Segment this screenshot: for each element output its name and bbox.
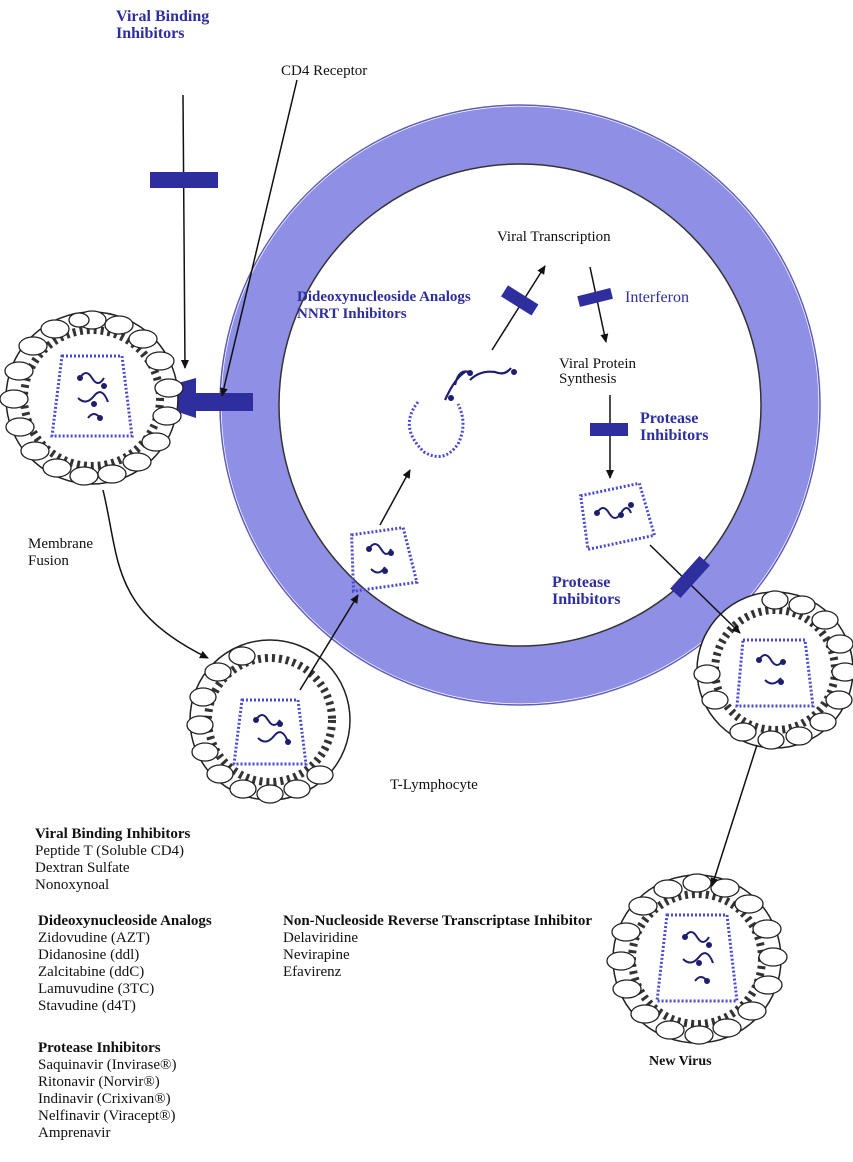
uncoated-viral-rna (407, 367, 517, 458)
cd4-receptor-label: CD4 Receptor (281, 63, 368, 79)
viral-transcription-label: Viral Transcription (497, 229, 611, 245)
inhibitor-bars (150, 172, 710, 599)
list-heading: Dideoxynucleoside Analogs (38, 913, 212, 929)
list-heading: Viral Binding Inhibitors (35, 826, 191, 842)
list-heading: Non-Nucleoside Reverse Transcriptase Inh… (283, 913, 593, 929)
protease-inhibitors-list: Protease Inhibitors Saquinavir (Invirase… (38, 1040, 176, 1142)
list-item: Stavudine (d4T) (38, 998, 136, 1014)
t-lymphocyte-label: T-Lymphocyte (390, 777, 478, 793)
list-item: Dextran Sulfate (35, 860, 130, 876)
list-item: Zidovudine (AZT) (38, 930, 151, 946)
list-item: Lamuvudine (3TC) (38, 981, 155, 997)
list-item: Nonoxynoal (35, 877, 110, 893)
list-heading: Protease Inhibitors (38, 1040, 161, 1056)
viral-binding-inhibitor-bar (150, 172, 218, 188)
list-item: Delaviridine (283, 930, 358, 946)
virus-fusing (186, 639, 351, 804)
interferon-label: Interferon (625, 289, 689, 306)
new-virus-particle (606, 873, 788, 1045)
nnrti-list: Non-Nucleoside Reverse Transcriptase Inh… (283, 913, 592, 981)
pathway-arrows (102, 79, 758, 887)
dideoxy-inhibitor-bar (501, 285, 539, 316)
list-item: Saquinavir (Invirase®) (38, 1057, 177, 1073)
list-item: Nevirapine (283, 947, 350, 963)
new-virus-label: New Virus (649, 1054, 712, 1069)
list-item: Didanosine (ddl) (38, 947, 140, 963)
list-item: Nelfinavir (Viracept®) (38, 1108, 176, 1124)
protease-inhibitor-bar-1 (590, 423, 628, 436)
cd4-receptor-bar (185, 393, 253, 411)
virus-binding (0, 310, 184, 486)
list-item: Peptide T (Soluble CD4) (35, 843, 185, 859)
dideoxynucleoside-analogs-list: Dideoxynucleoside Analogs Zidovudine (AZ… (38, 913, 212, 1015)
viral-capsid-entry (350, 525, 419, 593)
protease-inhibitor-bar-2 (670, 555, 710, 599)
list-item: Ritonavir (Norvir®) (38, 1074, 160, 1090)
t-lymphocyte-cell (219, 104, 821, 706)
list-item: Efavirenz (283, 964, 342, 980)
list-item: Indinavir (Crixivan®) (38, 1091, 171, 1107)
interferon-inhibitor-bar (577, 288, 613, 307)
list-item: Amprenavir (38, 1125, 111, 1141)
viral-binding-inhibitors-list: Viral Binding Inhibitors Peptide T (Solu… (35, 826, 190, 894)
list-item: Zalcitabine (ddC) (38, 964, 145, 980)
